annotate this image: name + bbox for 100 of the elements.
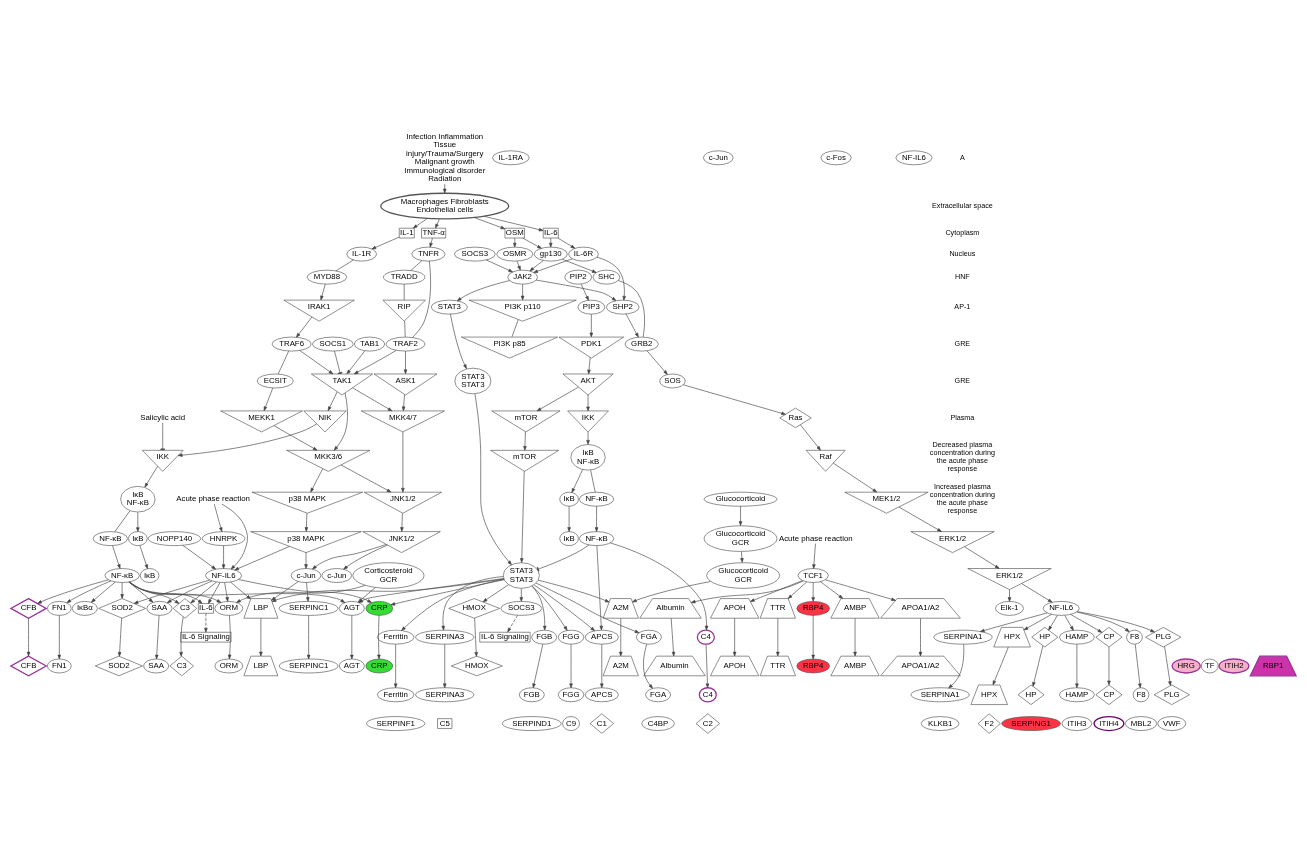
arrow (403, 350, 408, 374)
arrow (310, 467, 324, 492)
arrow (1032, 644, 1044, 687)
arrow (182, 544, 216, 569)
arrow (738, 505, 743, 526)
arrow (221, 503, 248, 569)
arrow (259, 617, 263, 656)
arrow (401, 393, 406, 411)
arrow (443, 643, 447, 688)
arrow (533, 584, 595, 631)
arrow (401, 431, 405, 492)
label: A (959, 152, 965, 162)
arrow (670, 617, 676, 656)
connector (617, 279, 645, 337)
arrow (144, 465, 158, 487)
arrow (128, 581, 222, 603)
arrow (580, 283, 589, 301)
arrow (812, 542, 816, 569)
arrow (450, 313, 467, 369)
arrow (327, 390, 338, 411)
arrow (787, 581, 807, 599)
arrow (128, 581, 346, 603)
arrow (133, 579, 210, 604)
connector (114, 510, 131, 532)
arrow (474, 393, 512, 565)
arrow (485, 259, 513, 272)
connector (404, 320, 406, 337)
arrow (586, 394, 590, 411)
arrow (535, 279, 617, 301)
connector (511, 318, 519, 337)
arrow (776, 617, 780, 656)
arrow (523, 430, 527, 451)
arrow (586, 431, 590, 445)
arrow (594, 505, 599, 532)
arrow (690, 580, 804, 603)
arrow (898, 506, 942, 532)
arrow (136, 511, 140, 532)
arrow (646, 350, 668, 375)
arrow (166, 580, 213, 603)
connector (536, 544, 590, 571)
arrow (1007, 588, 1012, 602)
arrow (529, 259, 544, 271)
arrow (520, 470, 525, 563)
arrow (263, 387, 274, 411)
arrow (531, 585, 568, 631)
arrow (401, 578, 505, 631)
arrow (1077, 610, 1155, 632)
arrow (532, 643, 544, 688)
arrow (179, 616, 184, 657)
arrow (139, 544, 148, 569)
connector (410, 259, 423, 271)
arrow (482, 584, 509, 602)
arrow (587, 356, 591, 374)
arrow (412, 217, 428, 228)
arrow (390, 578, 505, 606)
arrow (1134, 643, 1142, 688)
label: Plasma (950, 412, 975, 422)
arrow (948, 643, 965, 688)
arrow (1076, 611, 1130, 632)
arrow (304, 551, 308, 569)
arrow (549, 237, 553, 247)
arrow (683, 384, 786, 415)
arrow (224, 581, 229, 602)
arrow (117, 617, 122, 657)
arrow (306, 614, 311, 659)
connector (590, 469, 596, 493)
label: Extracellular space (932, 200, 993, 210)
arrow (820, 580, 844, 599)
arrow (120, 581, 124, 599)
arrow (507, 614, 518, 632)
arrow (273, 424, 318, 451)
arrow (609, 542, 709, 630)
arrow (513, 237, 517, 247)
arrow (340, 464, 392, 492)
arrow (705, 643, 710, 688)
arrow (800, 424, 821, 451)
arrow (632, 580, 711, 602)
arrow (1048, 614, 1058, 630)
arrow (1021, 582, 1053, 602)
arrow (234, 545, 290, 570)
arrow (600, 643, 604, 688)
arrow (980, 612, 1048, 632)
arrow (483, 215, 544, 231)
arrow (1164, 645, 1172, 686)
arrow (619, 617, 623, 656)
arrow (441, 575, 504, 630)
arrow (750, 579, 803, 602)
arrow (350, 614, 354, 659)
arrow (918, 617, 923, 656)
connector (334, 350, 343, 374)
arrow (299, 349, 334, 374)
arrow (535, 582, 640, 633)
arrow (811, 614, 815, 659)
arrow (312, 543, 387, 569)
arrow (474, 216, 506, 229)
arrow (992, 646, 1009, 685)
arrow (377, 614, 381, 659)
arrow (128, 581, 203, 604)
arrow (740, 550, 744, 563)
label: GRE (954, 338, 971, 348)
